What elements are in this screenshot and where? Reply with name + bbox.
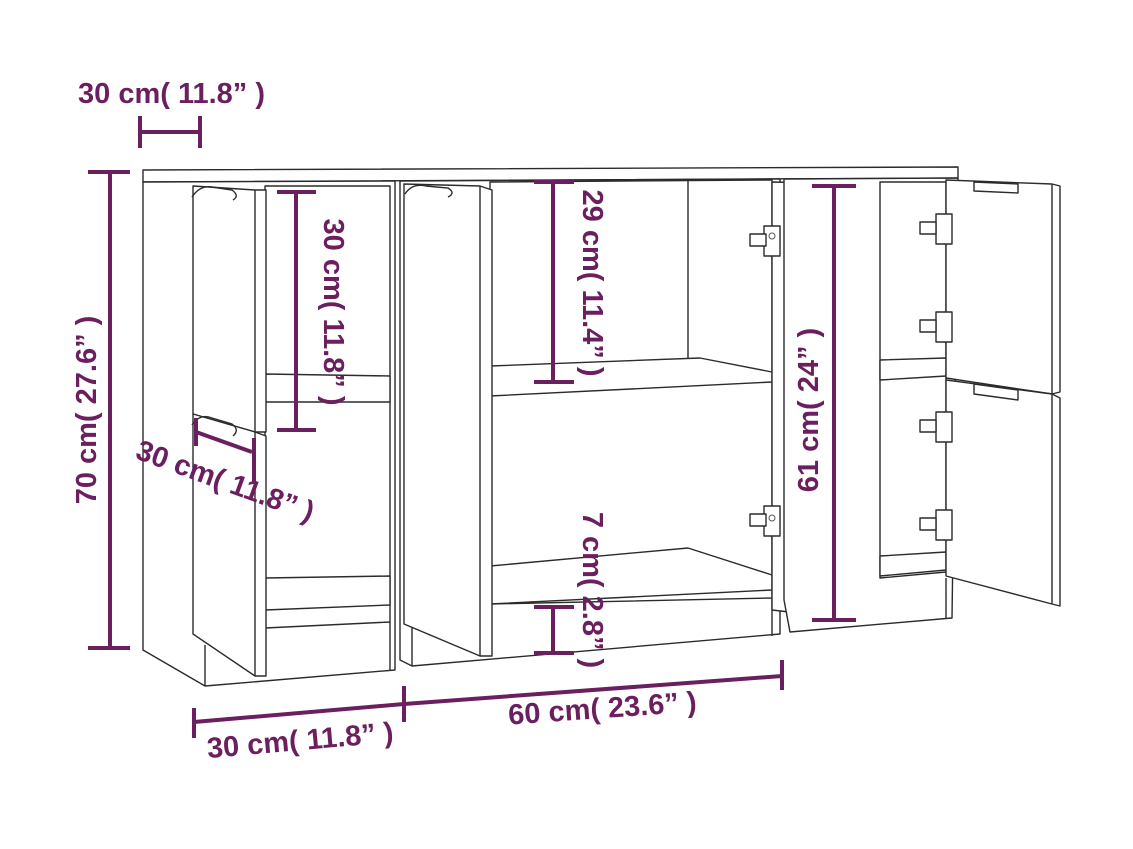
sideboard-illustration: [142, 166, 1061, 687]
total-height-dimension-line: [88, 170, 130, 650]
door-handle: [404, 184, 453, 198]
hinge-icon: [919, 411, 953, 443]
middle-compartment-height-label: 29 cm( 11.4” ): [576, 190, 608, 377]
door-handle: [973, 181, 1019, 194]
hinge-icon: [919, 213, 953, 245]
right-upper-door: [945, 179, 1061, 395]
middle-width-dimension-line: [403, 660, 784, 706]
total-height-label: 70 cm( 27.6” ): [71, 316, 103, 505]
dimension-lines: [88, 116, 856, 738]
plinth-height-dimension-line: [534, 605, 574, 655]
hinge-icon: [749, 505, 781, 537]
right-door-height-dimension-line: [812, 184, 856, 622]
left-door-height-label: 30 cm( 11.8” ): [317, 219, 349, 406]
left-door-depth-dimension-line: [194, 418, 256, 482]
door-handle: [191, 186, 237, 201]
hinge-icon: [919, 509, 953, 541]
hinge-icon: [749, 225, 781, 257]
middle-compartment-height-dimension-line: [534, 180, 574, 384]
right-cabinet-shelf: [879, 357, 947, 381]
panel-thickness-dimension-line: [138, 116, 202, 148]
door-handle: [973, 383, 1019, 401]
panel-thickness-label: 30 cm( 11.8” ): [78, 78, 265, 110]
hinge-icon: [919, 311, 953, 343]
right-cabinet: [783, 177, 1061, 633]
left-door-height-dimension-line: [277, 190, 316, 432]
plinth-height-label: 7 cm( 2.8” ): [576, 512, 608, 668]
middle-left-door: [403, 183, 493, 657]
left-width-label: 30 cm( 11.8” ): [206, 717, 395, 765]
left-cabinet-shelf-lower: [264, 575, 391, 611]
middle-cabinet: [399, 178, 871, 667]
right-door-height-label: 61 cm( 24” ): [793, 328, 825, 492]
right-lower-door: [945, 379, 1061, 607]
left-cabinet: [142, 180, 396, 687]
